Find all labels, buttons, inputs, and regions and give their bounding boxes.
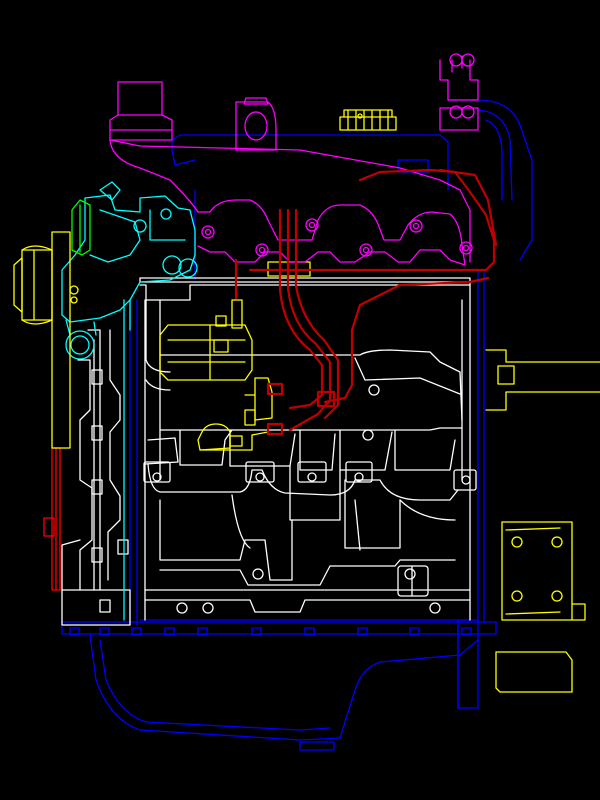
sump-bolt-holes: [176, 568, 441, 614]
injection-pump: [159, 324, 253, 381]
exhaust-elbow: [109, 81, 173, 141]
thermostat-housing: [61, 194, 196, 323]
hardware-overlay: [232, 262, 492, 436]
pulley-layer: [43, 447, 61, 591]
bearing-bosses: [143, 461, 477, 491]
starter-lower: [495, 651, 573, 693]
fuel-lines-layer: [234, 168, 498, 436]
plug-hole: [368, 384, 380, 396]
manifold-layer: [109, 53, 479, 266]
priming-pump: [197, 423, 231, 451]
oil-filter-mount: [397, 565, 429, 597]
oil-filler-cap: [339, 109, 397, 131]
outlet-neck: [65, 330, 95, 360]
cylinder-head: [139, 277, 471, 283]
timing-cover: [61, 539, 131, 626]
fan-hub: [71, 199, 91, 256]
fan-layer: [71, 199, 91, 256]
lift-bracket: [235, 101, 277, 151]
valve-cover: [171, 134, 449, 191]
drain-plug: [299, 741, 335, 751]
fuel-line-3: [294, 208, 340, 420]
crankcase-webs: [144, 429, 456, 471]
timing-cover-bolts: [91, 369, 129, 613]
leak-off-line: [248, 168, 496, 272]
rear-plate: [457, 619, 479, 709]
fuel-line-2: [286, 208, 332, 432]
water-outlet-layer: [61, 181, 198, 621]
valve-cover-right: [447, 99, 533, 261]
oil-pan-and-cover-layer: [61, 99, 533, 751]
flange-bolt-holes: [511, 536, 563, 602]
rear-vent-fittings: [439, 55, 479, 101]
starter-flange: [501, 521, 573, 621]
block-upper: [159, 349, 463, 421]
sump-bolts: [69, 627, 472, 636]
water-pump: [21, 245, 53, 325]
exhaust-manifold: [109, 139, 466, 266]
manifold-studs: [201, 218, 473, 257]
breather-tube: [477, 109, 513, 201]
feed-line: [323, 283, 402, 404]
bearing-bolt-holes: [152, 472, 471, 485]
flywheel-housing: [485, 349, 600, 411]
fuel-line-1: [278, 208, 324, 410]
oil-pan: [89, 634, 479, 741]
fan-pulley: [51, 231, 71, 449]
sump-rail: [61, 621, 497, 635]
engine-block-layer: [61, 277, 477, 626]
